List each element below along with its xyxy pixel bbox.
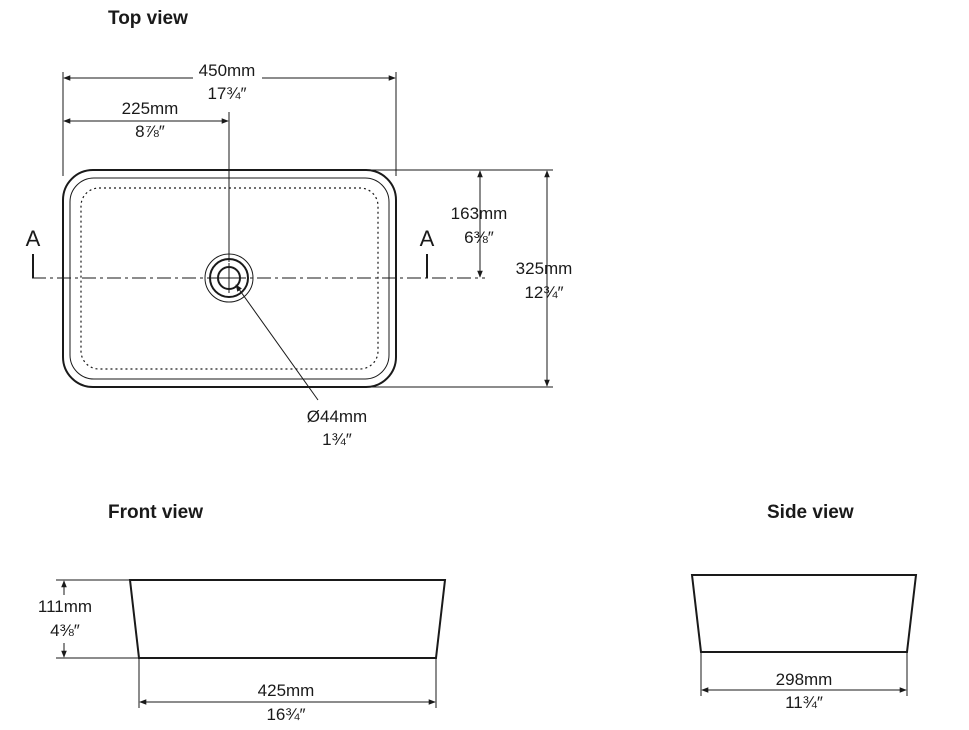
label-backing [250, 704, 322, 726]
waste-offset-mm: 163mm [451, 204, 508, 223]
section-label-right: A [420, 226, 435, 251]
half-width-in: 8⅞″ [135, 122, 165, 141]
waste-diameter-in: 1¾″ [322, 430, 352, 449]
depth-in: 12¾″ [524, 283, 563, 302]
side-base-in: 11¾″ [785, 693, 823, 712]
width-in: 17¾″ [207, 84, 246, 103]
width-mm: 450mm [199, 61, 256, 80]
waste-diameter-leader [235, 284, 319, 401]
top-view-title: Top view [108, 8, 188, 29]
waste-ring [209, 258, 249, 298]
side-view-title: Side view [767, 502, 854, 523]
front-view-title: Front view [108, 502, 203, 523]
waste-offset-in: 6⅜″ [464, 228, 494, 247]
waste-diameter-mm: Ø44mm [307, 407, 367, 426]
waste-outer-ring [204, 253, 254, 303]
base-width-mm: 425mm [258, 681, 315, 700]
height-in: 4⅜″ [50, 621, 80, 640]
depth-mm: 325mm [516, 259, 573, 278]
side-view-profile [690, 574, 918, 653]
label-backing [30, 595, 102, 643]
half-width-mm: 225mm [122, 99, 179, 118]
section-label-left: A [26, 226, 41, 251]
height-mm: 111mm [38, 597, 92, 616]
base-width-in: 16¾″ [266, 705, 305, 724]
side-base-mm: 298mm [776, 670, 833, 689]
label-backing [768, 692, 840, 714]
front-view-profile [128, 579, 447, 659]
